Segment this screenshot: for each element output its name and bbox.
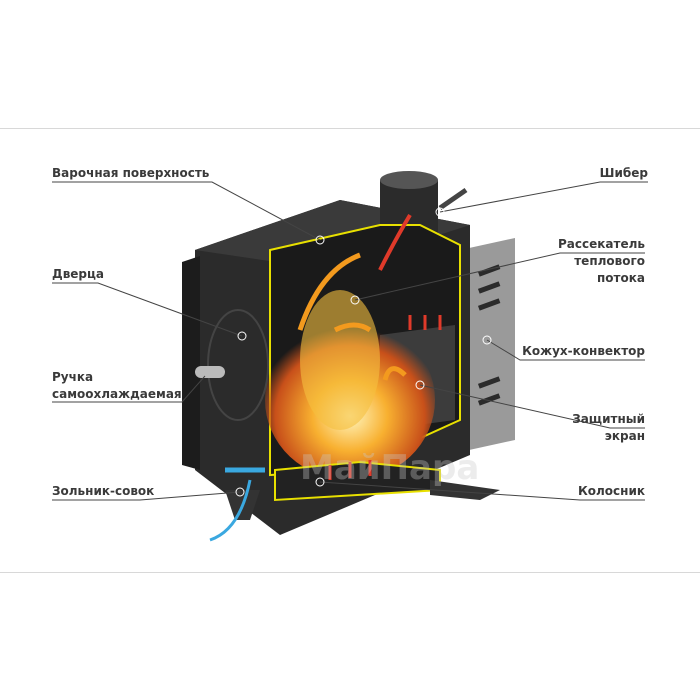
label-deflector: Рассекатель теплового потока	[558, 236, 645, 287]
label-handle: Ручка самоохлаждаемая	[52, 369, 182, 403]
frame-top-line	[0, 128, 700, 129]
label-door: Дверца	[52, 267, 105, 281]
flow-arrow	[378, 213, 412, 271]
label-cooking-surface: Варочная поверхность	[52, 166, 210, 180]
watermark: МайПара	[300, 448, 480, 488]
convector-casing	[460, 238, 515, 452]
handle	[195, 366, 225, 378]
label-deflector-line3: потока	[597, 271, 645, 285]
label-ash-pan: Зольник-совок	[52, 484, 155, 498]
label-deflector-line1: Рассекатель	[558, 237, 645, 251]
cold-air-arrow	[209, 479, 252, 542]
convector-slots	[477, 264, 501, 406]
door-circle	[207, 309, 269, 421]
frame-bottom-line	[0, 572, 700, 573]
label-grate: Колосник	[577, 484, 645, 498]
flow-arrow	[333, 322, 372, 333]
leader-lines	[52, 181, 648, 501]
label-handle-line2: самоохлаждаемая	[52, 387, 182, 401]
label-damper: Шибер	[599, 166, 648, 180]
ash-pan	[274, 460, 441, 502]
flow-arrow	[382, 366, 407, 381]
label-screen-line1: Защитный	[572, 412, 645, 426]
label-convector: Кожух-конвектор	[522, 344, 645, 358]
flow-arrow	[297, 252, 361, 331]
label-screen-line2: экран	[604, 429, 645, 443]
damper-handle	[438, 187, 468, 211]
label-handle-line1: Ручка	[52, 370, 94, 384]
label-deflector-line2: теплового	[574, 254, 645, 268]
hot-air-arrows	[328, 315, 442, 480]
door	[182, 256, 200, 470]
label-screen: Защитный экран	[572, 411, 645, 445]
